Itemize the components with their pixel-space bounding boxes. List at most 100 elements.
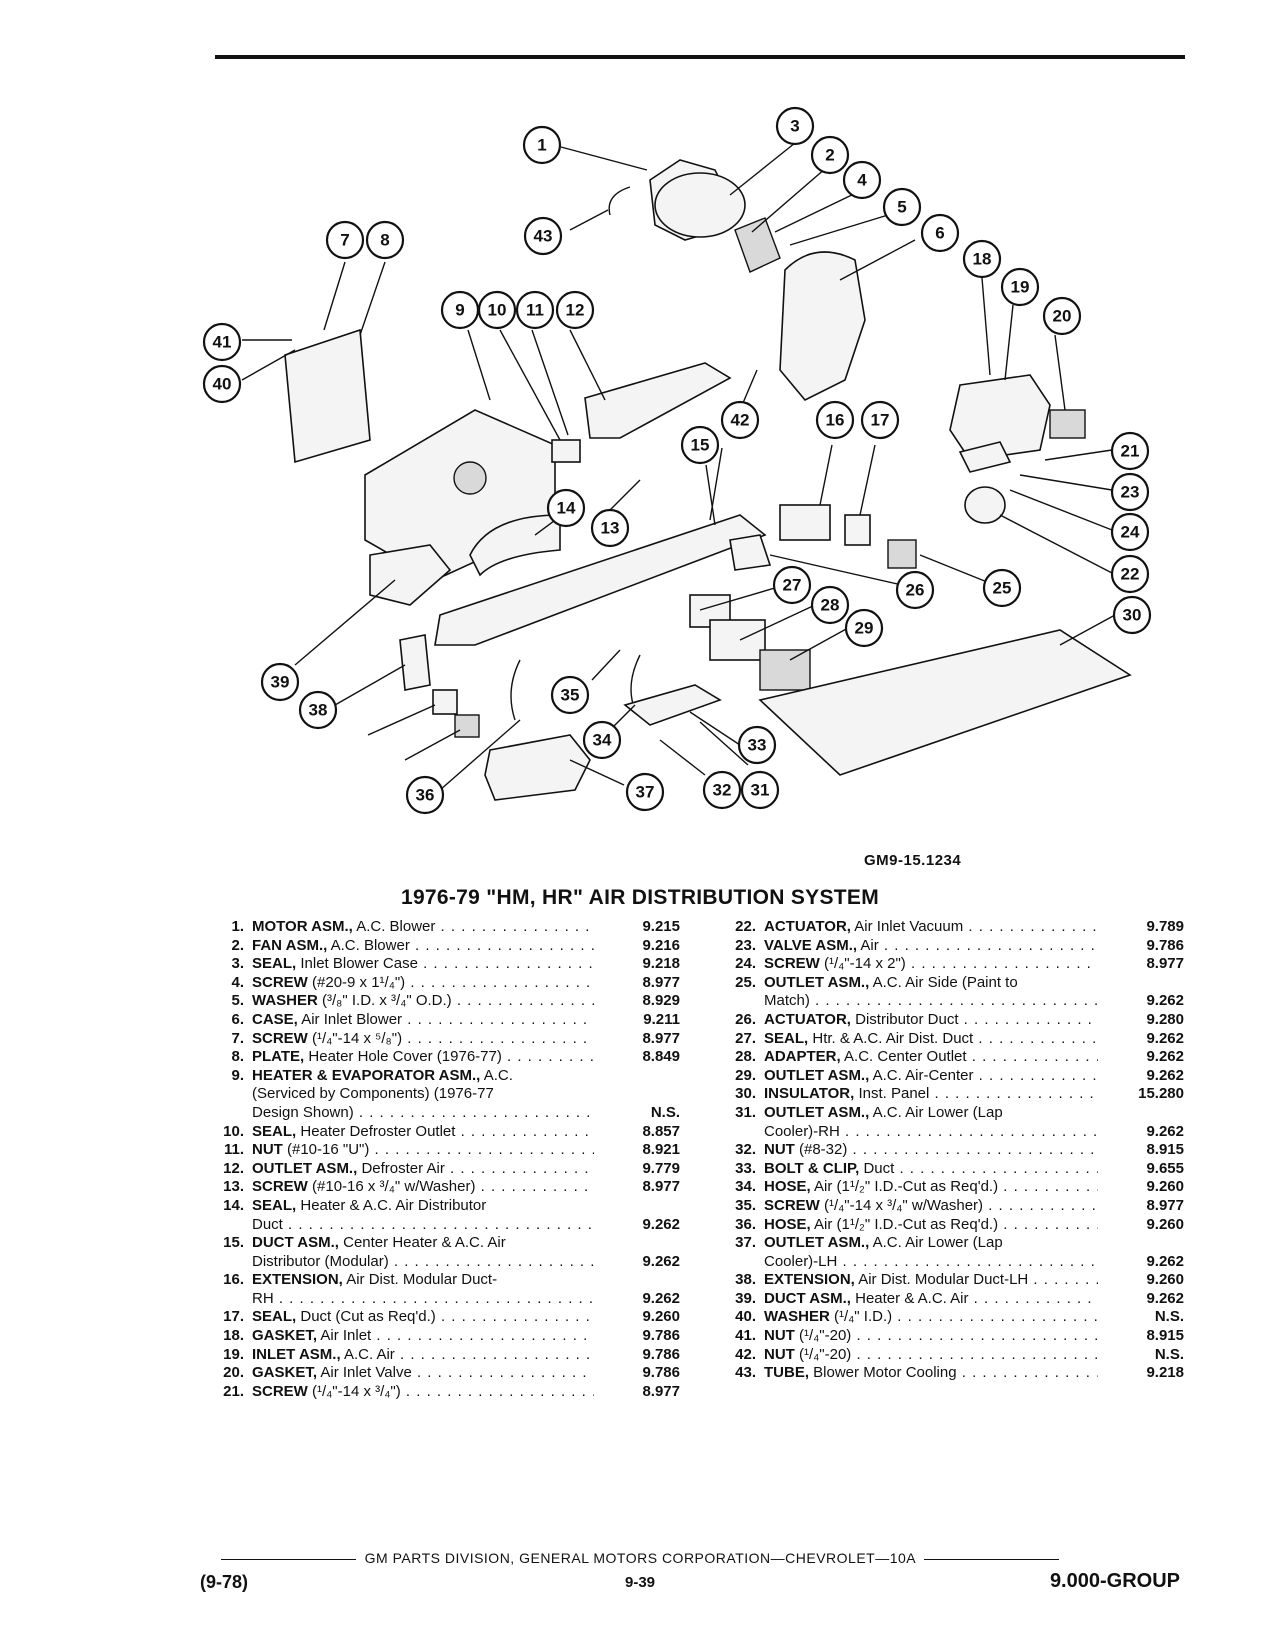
callout-42: 42	[720, 400, 760, 440]
part-description: FAN ASM., A.C. Blower	[252, 937, 594, 956]
part-number: 29.	[735, 1066, 756, 1084]
part-name: TUBE,	[764, 1364, 809, 1382]
part-detail: Air Inlet Blower	[301, 1010, 403, 1028]
part-detail: Inst. Panel	[858, 1085, 930, 1103]
part-name: ACTUATOR,	[764, 918, 851, 935]
part-name: SEAL,	[764, 1029, 809, 1047]
parts-list-continuation: (Serviced by Components) (1976-77	[200, 1085, 680, 1104]
part-name: VALVE ASM.,	[764, 936, 858, 954]
callout-31: 31	[740, 770, 780, 810]
parts-list-row: 18.GASKET, Air Inlet9.786	[200, 1327, 680, 1346]
callout-29: 29	[844, 608, 884, 648]
svg-text:17: 17	[871, 411, 890, 430]
group-number: 9.262	[642, 1252, 680, 1270]
callout-22: 22	[1110, 554, 1150, 594]
part-detail: A.C. Air Lower (Lap	[872, 1103, 1003, 1121]
part-description: SCREW (¹/₄"-14 x ³/₄")	[252, 1383, 594, 1402]
parts-list-row: 14.SEAL, Heater & A.C. Air Distributor	[200, 1197, 680, 1216]
part-number: 10.	[223, 1122, 244, 1140]
part-number: 6.	[231, 1010, 244, 1028]
part-detail: Center Heater & A.C. Air	[343, 1234, 506, 1252]
parts-list-row: 34.HOSE, Air (1¹/₂" I.D.-Cut as Req'd.)9…	[712, 1178, 1184, 1197]
parts-list-row: 43.TUBE, Blower Motor Cooling9.218	[712, 1364, 1184, 1383]
parts-list-row: 6.CASE, Air Inlet Blower9.211	[200, 1011, 680, 1030]
part-number: 32.	[735, 1141, 756, 1159]
part-name: NUT	[252, 1141, 283, 1159]
part-name: GASKET,	[252, 1364, 318, 1382]
part-detail: A.C. Air	[343, 1345, 395, 1363]
callout-21: 21	[1110, 431, 1150, 471]
group-number: 8.977	[642, 1382, 680, 1400]
part-number: 38.	[735, 1271, 756, 1289]
parts-list-row: 21.SCREW (¹/₄"-14 x ³/₄")8.977	[200, 1383, 680, 1402]
parts-list-row: 23.VALVE ASM., Air9.786	[712, 937, 1184, 956]
parts-list-continuation: Design Shown)N.S.	[200, 1104, 680, 1123]
part-number: 20.	[223, 1364, 244, 1382]
group-number: 9.786	[1146, 936, 1184, 954]
group-number: 9.262	[1146, 1122, 1184, 1140]
part-number: 2.	[231, 936, 244, 954]
part-description: SCREW (¹/₄"-14 x ⁵/₈")	[252, 1030, 594, 1049]
group-number: 9.262	[642, 1215, 680, 1233]
part-detail: Heater & A.C. Air Distributor	[300, 1196, 487, 1214]
part-description-continued: Distributor (Modular)	[252, 1253, 594, 1272]
part-description: GASKET, Air Inlet	[252, 1327, 594, 1346]
parts-list-row: 41.NUT (¹/₄"-20)8.915	[712, 1327, 1184, 1346]
callout-43: 43	[523, 216, 563, 256]
group-number: N.S.	[1154, 1308, 1184, 1326]
part-number: 27.	[735, 1029, 756, 1047]
callout-40: 40	[202, 364, 242, 404]
part-description: HOSE, Air (1¹/₂" I.D.-Cut as Req'd.)	[764, 1178, 1098, 1197]
svg-text:5: 5	[897, 198, 906, 217]
exploded-parts-diagram: 1 2 3 4 5 6 7 8 9 10 11 12 13 14 15 16 1…	[202, 106, 1152, 815]
part-description: TUBE, Blower Motor Cooling	[764, 1364, 1098, 1383]
svg-text:21: 21	[1121, 442, 1140, 461]
part-number: 12.	[223, 1159, 244, 1177]
callout-4: 4	[842, 160, 882, 200]
svg-text:9: 9	[455, 301, 464, 320]
parts-list-row: 17.SEAL, Duct (Cut as Req'd.)9.260	[200, 1308, 680, 1327]
svg-text:43: 43	[534, 227, 553, 246]
part-description-continued: Cooler)-RH	[764, 1123, 1098, 1142]
svg-text:26: 26	[906, 581, 925, 600]
svg-text:27: 27	[783, 576, 802, 595]
part-detail: Htr. & A.C. Air Dist. Duct	[812, 1029, 974, 1047]
callout-41: 41	[202, 322, 242, 362]
parts-list-row: 20.GASKET, Air Inlet Valve9.786	[200, 1364, 680, 1383]
part-description: NUT (#8-32)	[764, 1141, 1098, 1160]
part-name: SEAL,	[252, 1122, 297, 1140]
part-number: 31.	[735, 1103, 756, 1121]
part-number: 24.	[735, 955, 756, 973]
callout-25: 25	[982, 568, 1022, 608]
part-detail: Air Dist. Modular Duct-LH	[858, 1271, 1029, 1289]
top-rule	[215, 55, 1185, 59]
part-description: SCREW (#10-16 x ³/₄" w/Washer)	[252, 1178, 594, 1197]
callout-20: 20	[1042, 296, 1082, 336]
part-name: SEAL,	[252, 1308, 297, 1326]
group-number: 15.280	[1138, 1085, 1184, 1103]
parts-list-row: 11.NUT (#10-16 "U")8.921	[200, 1141, 680, 1160]
callout-circles: 1 2 3 4 5 6 7 8 9 10 11 12 13 14 15 16 1…	[202, 106, 1152, 815]
part-description: OUTLET ASM., A.C. Air Side (Paint to	[764, 974, 1098, 993]
part-number: 23.	[735, 936, 756, 954]
part-number: 16.	[223, 1271, 244, 1289]
part-description: NUT (¹/₄"-20)	[764, 1346, 1098, 1365]
parts-list-row: 35.SCREW (¹/₄"-14 x ³/₄" w/Washer)8.977	[712, 1197, 1184, 1216]
parts-list-row: 13.SCREW (#10-16 x ³/₄" w/Washer)8.977	[200, 1178, 680, 1197]
svg-text:11: 11	[526, 301, 544, 320]
part-detail: A.C. Center Outlet	[844, 1048, 967, 1066]
part-description: SEAL, Heater & A.C. Air Distributor	[252, 1197, 594, 1216]
part-name: SCREW	[252, 973, 308, 991]
group-number: 9.262	[642, 1289, 680, 1307]
group-number: 9.260	[1146, 1178, 1184, 1196]
part-description: MOTOR ASM., A.C. Blower	[252, 918, 594, 937]
parts-list-row: 30.INSULATOR, Inst. Panel15.280	[712, 1085, 1184, 1104]
part-detail: A.C.	[483, 1066, 513, 1084]
callout-32: 32	[702, 770, 742, 810]
part-name: ADAPTER,	[764, 1048, 841, 1066]
parts-list-row: 28.ADAPTER, A.C. Center Outlet9.262	[712, 1048, 1184, 1067]
svg-text:40: 40	[213, 375, 232, 394]
group-number: 9.262	[1146, 1048, 1184, 1066]
part-number: 39.	[735, 1289, 756, 1307]
